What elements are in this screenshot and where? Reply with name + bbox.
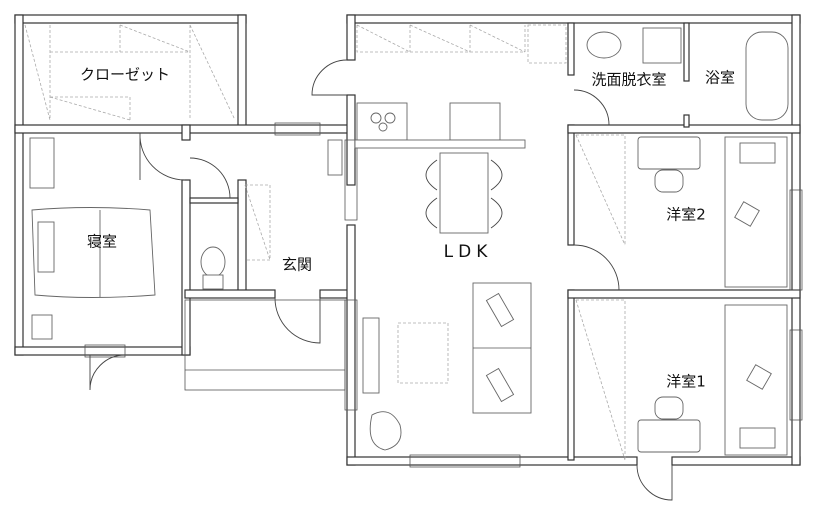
room-label-bedroom: 寝室	[87, 233, 117, 251]
doors	[89, 59, 673, 501]
room-label-ldk: LDK	[444, 242, 493, 262]
room-label-closet: クローゼット	[80, 66, 170, 84]
room-label-bathroom: 浴室	[705, 69, 735, 87]
walls-left-block	[14, 14, 351, 356]
windows	[84, 122, 803, 468]
storage-outlines	[24, 24, 626, 461]
room-label-western-room-2: 洋室2	[666, 206, 706, 224]
room-label-western-room-1: 洋室1	[666, 373, 706, 391]
room-label-entrance: 玄関	[282, 256, 312, 274]
furniture	[29, 27, 789, 456]
room-label-washroom: 洗面脱衣室	[591, 71, 666, 89]
